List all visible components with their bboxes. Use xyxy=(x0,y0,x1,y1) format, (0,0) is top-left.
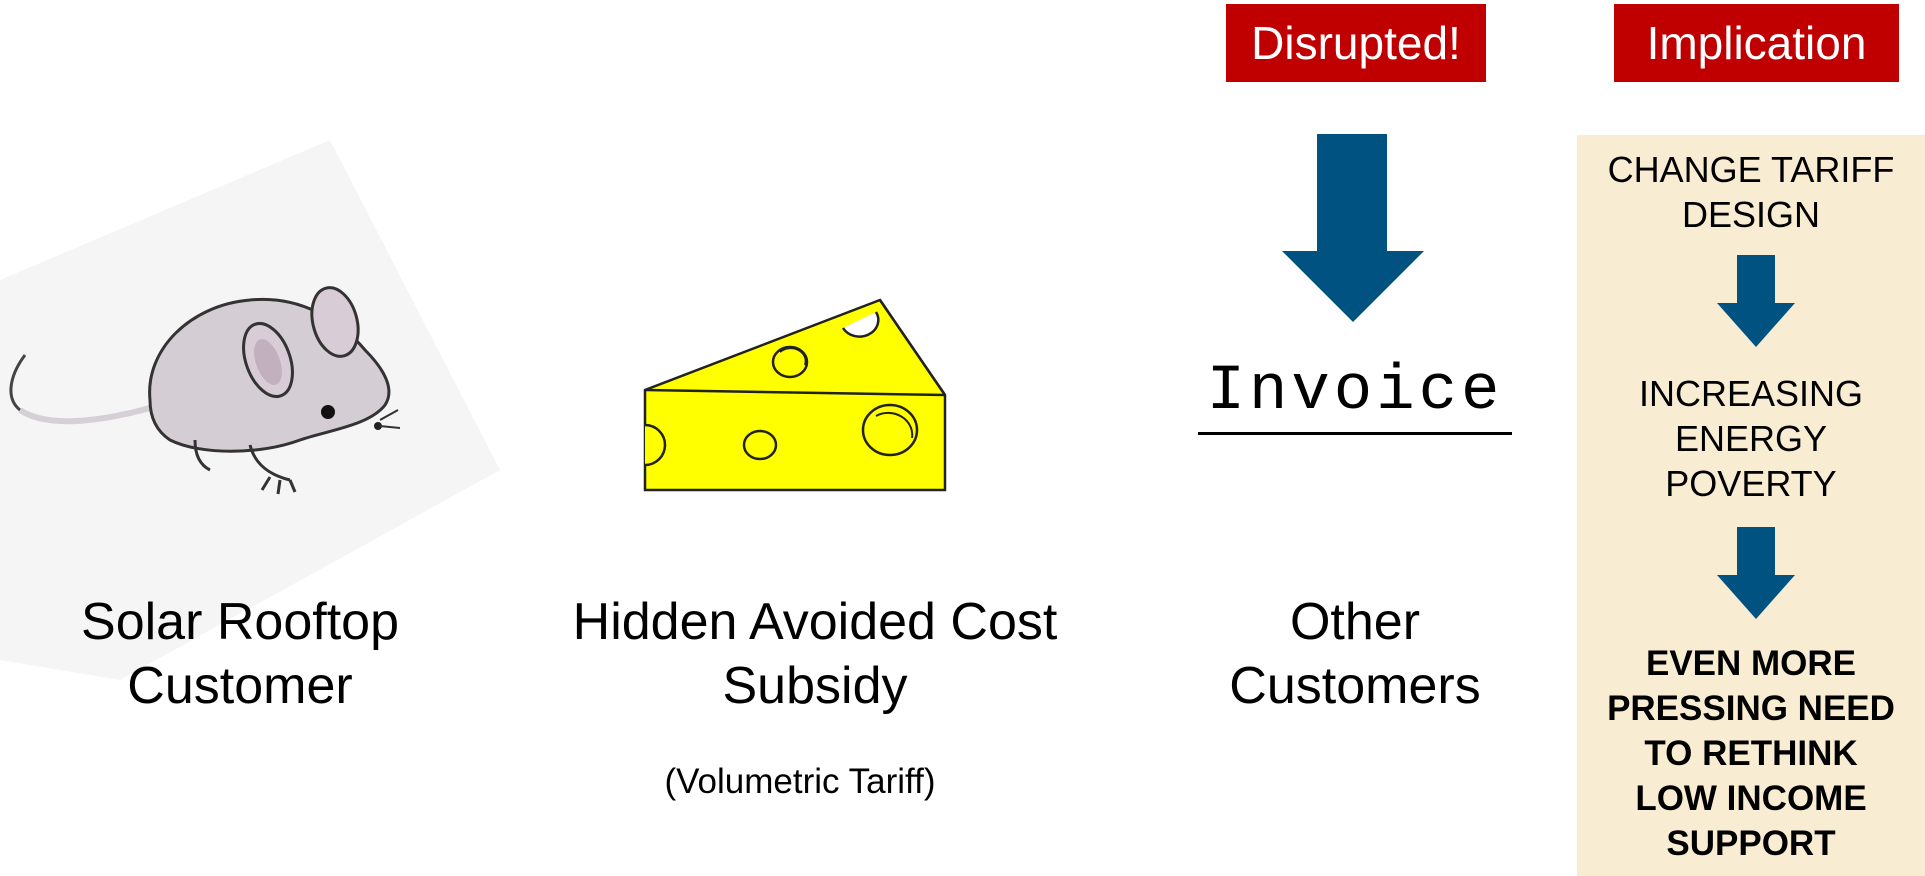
disrupted-tag: Disrupted! xyxy=(1226,4,1486,82)
change-tariff-design-text: CHANGE TARIFF DESIGN xyxy=(1577,147,1925,237)
down-arrow-icon xyxy=(1717,527,1795,619)
label-line: Solar Rooftop xyxy=(81,593,399,651)
text-line: DESIGN xyxy=(1681,194,1821,235)
invoice-text: Invoice xyxy=(1206,356,1504,428)
label-line: Customer xyxy=(127,657,353,715)
label-line: Other xyxy=(1289,593,1421,651)
mouse-icon xyxy=(9,286,401,495)
label-line: Hidden Avoided Cost xyxy=(572,593,1058,651)
label-line: Subsidy xyxy=(722,657,908,715)
text-line: PRESSING NEED xyxy=(1607,689,1895,728)
text-line: INCREASING xyxy=(1638,373,1864,414)
solar-rooftop-customer-label: Solar Rooftop Customer xyxy=(40,590,440,718)
text-line: CHANGE TARIFF xyxy=(1607,149,1895,190)
text-line: LOW INCOME xyxy=(1635,779,1867,818)
implication-tag: Implication xyxy=(1614,4,1899,82)
text-line: EVEN MORE xyxy=(1645,644,1857,683)
cheese-icon xyxy=(643,298,947,492)
implication-panel: CHANGE TARIFF DESIGN INCREASING ENERGY P… xyxy=(1577,135,1925,876)
text-line: ENERGY xyxy=(1674,418,1828,459)
text-line: POVERTY xyxy=(1665,463,1837,504)
text-line: SUPPORT xyxy=(1666,824,1836,863)
text-line: TO RETHINK xyxy=(1644,734,1858,773)
down-arrow-icon xyxy=(1282,134,1424,322)
invoice-underline xyxy=(1198,432,1512,435)
other-customers-label: Other Customers xyxy=(1200,590,1510,718)
hidden-subsidy-label: Hidden Avoided Cost Subsidy xyxy=(550,590,1080,718)
down-arrow-icon xyxy=(1717,255,1795,347)
rethink-low-income-support-text: EVEN MORE PRESSING NEED TO RETHINK LOW I… xyxy=(1577,641,1925,866)
label-line: Customers xyxy=(1229,657,1481,715)
volumetric-tariff-note: (Volumetric Tariff) xyxy=(664,762,936,801)
increasing-energy-poverty-text: INCREASING ENERGY POVERTY xyxy=(1577,371,1925,506)
